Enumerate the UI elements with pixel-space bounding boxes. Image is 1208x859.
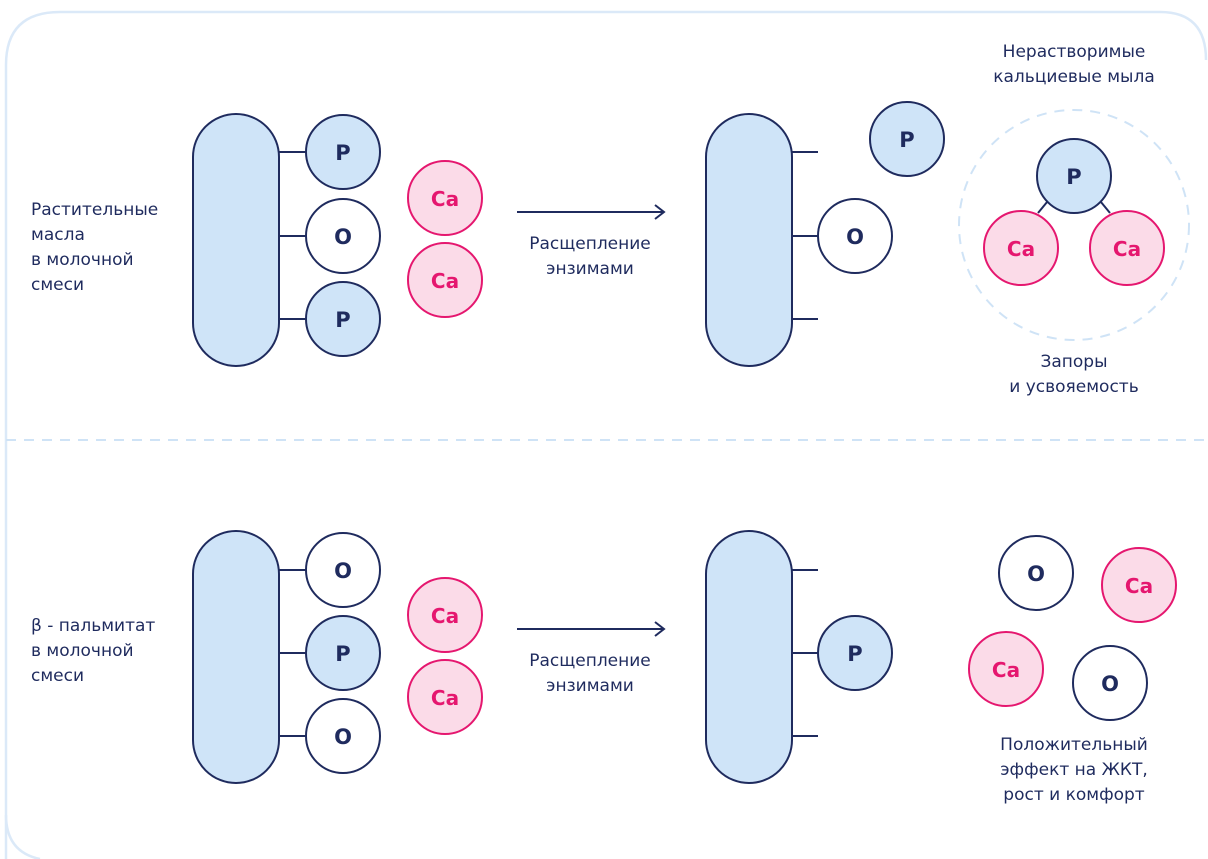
- calcium-ion: Ca: [407, 160, 483, 236]
- free-palmitic-acid-molecule: P: [869, 101, 945, 177]
- beta-palmitate-label: β - пальмитат в молочной смеси: [31, 616, 156, 686]
- palmitic-acid-molecule: P: [305, 114, 381, 190]
- vegetable-oils-label: Растительные масла в молочной смеси: [31, 200, 159, 295]
- ion-label: Ca: [992, 658, 1020, 682]
- soap-calcium-ion: Ca: [1089, 210, 1165, 286]
- molecule-label: P: [335, 308, 350, 332]
- palmitic-acid-molecule: P: [817, 615, 893, 691]
- molecule-label: O: [334, 559, 352, 583]
- panel-border-bottom: [4, 814, 41, 859]
- calcium-soaps-title: Нерастворимые кальциевые мыла: [993, 42, 1155, 87]
- molecule-label: P: [899, 128, 914, 152]
- molecule-label: P: [847, 642, 862, 666]
- enzyme-cleavage-label: Расщепление энзимами: [529, 651, 651, 696]
- ion-label: Ca: [1007, 237, 1035, 261]
- oleic-acid-molecule: O: [817, 198, 893, 274]
- reaction-arrow: [517, 204, 666, 220]
- molecule-label: P: [1066, 165, 1081, 189]
- soap-calcium-ion: Ca: [983, 210, 1059, 286]
- free-calcium-ion: Ca: [968, 631, 1044, 707]
- molecule-label: O: [334, 225, 352, 249]
- ion-label: Ca: [431, 686, 459, 710]
- ion-label: Ca: [431, 604, 459, 628]
- reaction-arrow: [517, 621, 666, 637]
- molecule-label: P: [335, 141, 350, 165]
- ion-label: Ca: [1125, 574, 1153, 598]
- oleic-acid-molecule: O: [305, 198, 381, 274]
- oleic-acid-molecule: O: [305, 698, 381, 774]
- molecule-label: O: [1101, 672, 1119, 696]
- glycerol-backbone: [192, 113, 280, 367]
- molecule-label: O: [846, 225, 864, 249]
- soap-group-outline: [958, 109, 1190, 341]
- free-calcium-ion: Ca: [1101, 547, 1177, 623]
- molecule-label: O: [334, 725, 352, 749]
- molecule-label: P: [335, 642, 350, 666]
- palmitic-acid-molecule: P: [305, 615, 381, 691]
- constipation-caption: Запоры и усвояемость: [1009, 352, 1139, 397]
- free-oleic-acid-molecule: O: [1072, 645, 1148, 721]
- molecule-label: O: [1027, 562, 1045, 586]
- calcium-ion: Ca: [407, 659, 483, 735]
- enzyme-cleavage-label: Расщепление энзимами: [529, 234, 651, 279]
- calcium-ion: Ca: [407, 242, 483, 318]
- oleic-acid-molecule: O: [305, 532, 381, 608]
- palmitic-acid-molecule: P: [305, 281, 381, 357]
- ion-label: Ca: [431, 269, 459, 293]
- panel-border: [4, 10, 1208, 859]
- positive-effect-caption: Положительный эффект на ЖКТ, рост и комф…: [1000, 735, 1148, 805]
- ion-label: Ca: [431, 187, 459, 211]
- free-oleic-acid-molecule: O: [998, 535, 1074, 611]
- glycerol-backbone: [705, 530, 793, 784]
- glycerol-backbone: [192, 530, 280, 784]
- calcium-ion: Ca: [407, 577, 483, 653]
- glycerol-backbone: [705, 113, 793, 367]
- ion-label: Ca: [1113, 237, 1141, 261]
- soap-palmitic-acid-molecule: P: [1036, 138, 1112, 214]
